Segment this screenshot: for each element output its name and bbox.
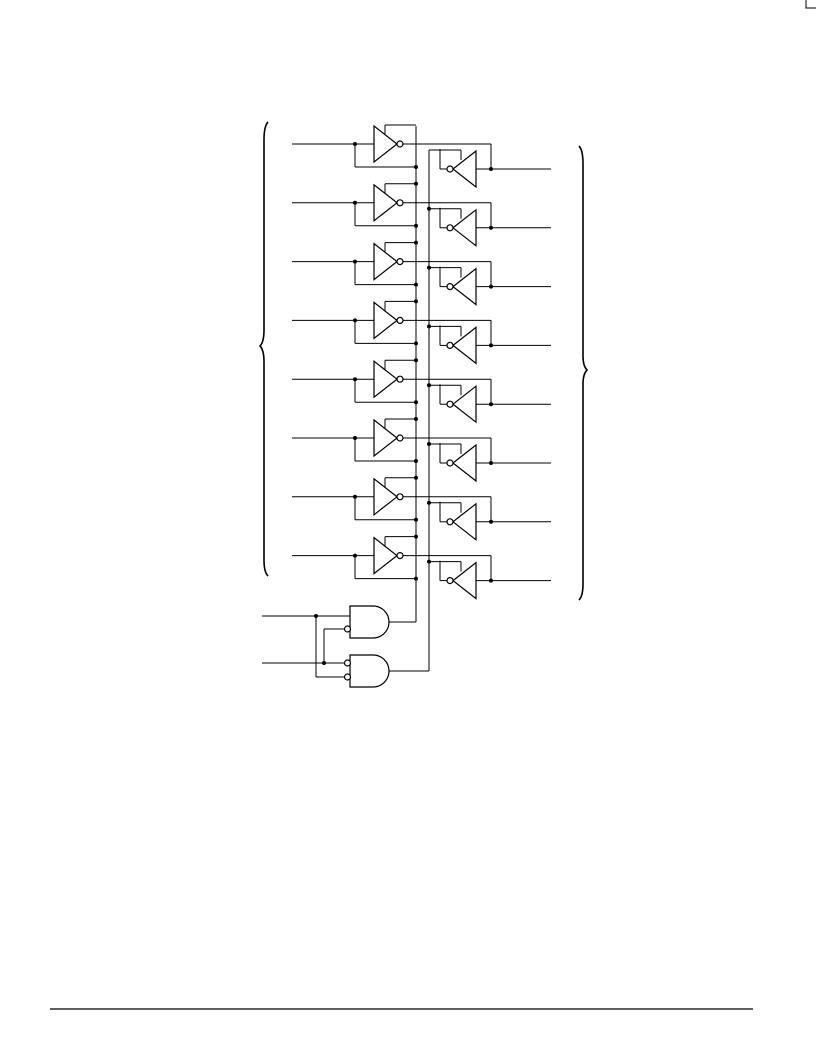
junction-dot	[489, 225, 493, 230]
junction-dot	[314, 614, 318, 618]
buffer-reverse	[452, 384, 477, 424]
inversion-bubble	[446, 165, 454, 173]
buffer-reverse	[452, 208, 477, 248]
junction-dot	[489, 461, 493, 465]
corner-mark	[805, 0, 816, 9]
junction-dot	[427, 500, 431, 505]
junction-dot	[489, 343, 493, 348]
and-gate-upper	[349, 605, 390, 639]
buffer-reverse	[452, 561, 477, 600]
junction-dot	[427, 265, 431, 270]
junction-dot	[414, 358, 418, 363]
inversion-bubble	[396, 258, 404, 266]
junction-dot	[414, 282, 418, 287]
junction-dot	[489, 519, 493, 524]
junction-dot	[427, 206, 431, 211]
junction-dot	[414, 240, 418, 245]
left-brace	[258, 121, 269, 577]
buffer-reverse	[452, 443, 477, 483]
junction-dot	[427, 442, 431, 446]
inversion-bubble	[396, 434, 404, 442]
inversion-bubble	[446, 341, 454, 349]
junction-dot	[427, 559, 431, 564]
inversion-bubble	[343, 659, 352, 667]
right-brace	[578, 145, 589, 601]
junction-dot	[414, 400, 418, 405]
buffer-reverse	[452, 326, 477, 365]
and-gate-lower	[349, 654, 390, 688]
junction-dot	[414, 181, 418, 186]
buffer-reverse	[452, 502, 477, 542]
junction-dot	[489, 402, 493, 407]
stage-group	[292, 124, 551, 600]
junction-dot	[489, 284, 493, 289]
inversion-bubble	[396, 316, 404, 324]
junction-dot	[414, 165, 418, 169]
inversion-bubble	[446, 459, 454, 467]
inversion-bubble	[396, 199, 404, 207]
inversion-bubble	[343, 625, 352, 633]
junction-dot	[414, 299, 418, 304]
junction-dot	[427, 383, 431, 388]
inversion-bubble	[446, 576, 454, 585]
buffer-reverse	[452, 149, 477, 189]
junction-dot	[414, 341, 418, 346]
junction-dot	[489, 578, 493, 583]
inversion-bubble	[446, 400, 454, 408]
junction-dot	[414, 417, 418, 421]
junction-dot	[414, 459, 418, 463]
junction-dot	[322, 661, 326, 665]
inversion-bubble	[446, 518, 454, 526]
inversion-bubble	[343, 673, 352, 681]
inversion-bubble	[396, 493, 404, 501]
junction-dot	[414, 223, 418, 228]
junction-dot	[427, 324, 431, 329]
junction-dot	[414, 517, 418, 522]
junction-dot	[414, 576, 418, 581]
junction-dot	[489, 167, 493, 171]
inversion-bubble	[396, 375, 404, 383]
inversion-bubble	[396, 551, 404, 560]
control-logic	[262, 605, 429, 688]
inversion-bubble	[446, 283, 454, 291]
buffer-reverse	[452, 267, 477, 306]
junction-dot	[414, 534, 418, 539]
junction-dot	[414, 475, 418, 480]
inversion-bubble	[446, 224, 454, 232]
inversion-bubble	[396, 140, 404, 148]
